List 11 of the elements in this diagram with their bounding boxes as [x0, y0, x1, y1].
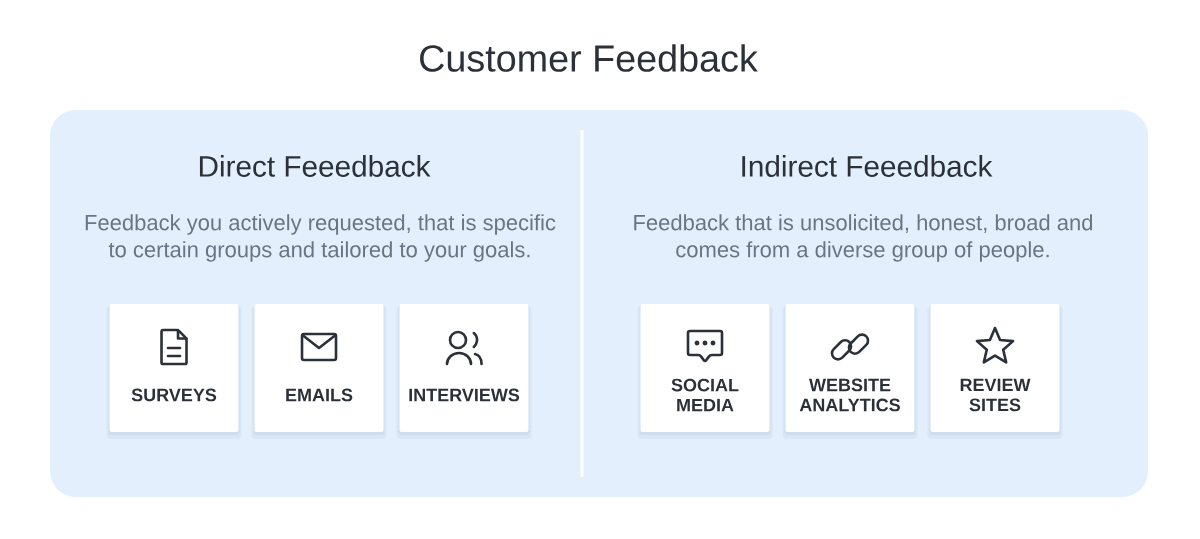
card: SOCIAL MEDIA: [637, 304, 773, 439]
title: Customer Feedback: [420, 44, 758, 72]
card: WEBSITE ANALYTICS: [782, 304, 918, 439]
section-heading: Indirect Feeedback: [742, 155, 993, 177]
card: REVIEW SITES: [927, 304, 1063, 439]
description: Feedback you actively requested, that is specific to certain groups and tailored to your goals.: [85, 214, 556, 262]
card: SURVEYS: [106, 304, 242, 439]
description: Feedback that is unsolicited, honest, broad and comes from a diverse group of people.: [634, 214, 1093, 262]
card: INTERVIEWS: [396, 304, 532, 439]
card: EMAILS: [251, 304, 387, 439]
section-heading: Direct Feeedback: [199, 155, 431, 177]
